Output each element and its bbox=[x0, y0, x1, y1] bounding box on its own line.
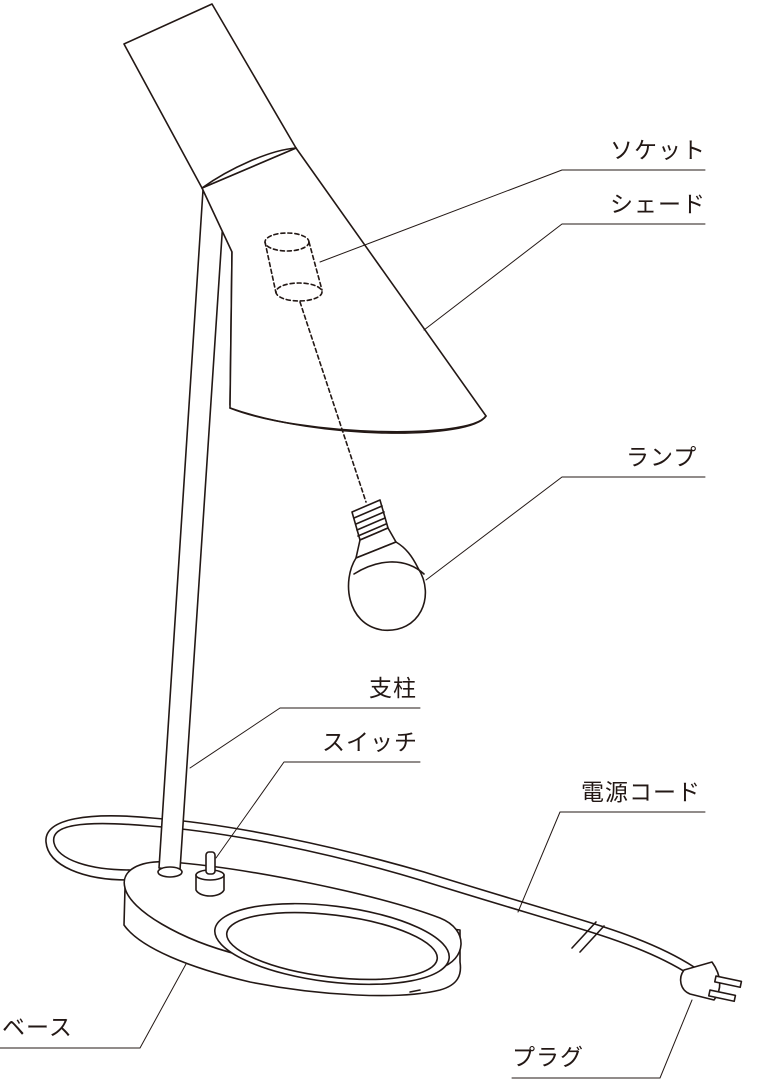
switch-body bbox=[195, 874, 225, 897]
shade-cone bbox=[201, 147, 487, 433]
plug-prong-2 bbox=[707, 989, 737, 1003]
leader-socket bbox=[319, 169, 706, 263]
leader-shade bbox=[423, 223, 706, 331]
label-lamp: ランプ bbox=[626, 445, 698, 471]
base-hole-inner bbox=[225, 911, 439, 981]
label-cord: 電源コード bbox=[581, 780, 701, 806]
leader-pole bbox=[189, 707, 421, 769]
pole-foot bbox=[157, 866, 183, 878]
leader-switch bbox=[215, 761, 421, 859]
switch-knob bbox=[205, 851, 216, 875]
label-socket: ソケット bbox=[610, 138, 706, 164]
socket bbox=[264, 232, 323, 302]
bulb-thread bbox=[353, 505, 387, 537]
label-shade: シェード bbox=[610, 192, 706, 218]
bulb-seam bbox=[353, 561, 425, 575]
leader-lamp bbox=[425, 476, 706, 581]
label-pole: 支柱 bbox=[369, 676, 417, 702]
plug-prong-1 bbox=[713, 975, 743, 989]
leader-plug bbox=[511, 999, 693, 1079]
base-foot bbox=[409, 989, 421, 993]
power-cord bbox=[52, 822, 691, 976]
cord-break-1 bbox=[571, 921, 597, 949]
socket-bulb-guide bbox=[299, 301, 367, 503]
leader-base bbox=[0, 963, 187, 1049]
label-plug: プラグ bbox=[512, 1045, 584, 1071]
pole bbox=[158, 189, 225, 871]
shade-rim bbox=[229, 407, 487, 434]
cord-break-2 bbox=[579, 925, 605, 953]
leader-cord bbox=[517, 811, 706, 913]
label-base: ベース bbox=[2, 1015, 73, 1041]
label-switch: スイッチ bbox=[322, 730, 418, 756]
shade-band bbox=[201, 147, 297, 189]
